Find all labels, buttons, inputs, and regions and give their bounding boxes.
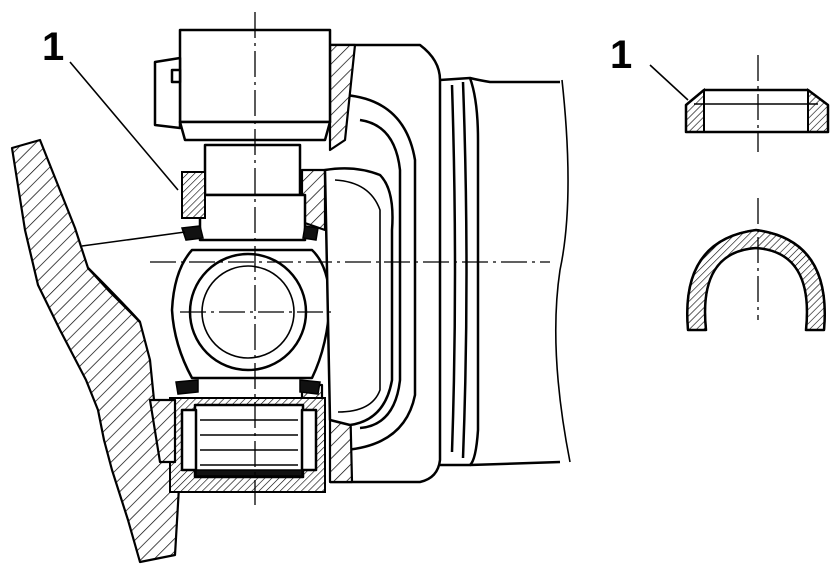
callout-leader-assembly — [69, 61, 186, 247]
center-lines — [150, 12, 550, 505]
flange-section — [10, 138, 182, 564]
cross-spider — [170, 167, 394, 427]
detail-ring-profile — [649, 55, 830, 152]
callout-label-assembly: 1 — [42, 25, 64, 69]
callout-label-detail: 1 — [610, 33, 632, 77]
detail-ring-top-view — [686, 198, 826, 332]
snap-ring-upper — [180, 171, 319, 241]
lower-bearing-cup — [148, 379, 326, 493]
